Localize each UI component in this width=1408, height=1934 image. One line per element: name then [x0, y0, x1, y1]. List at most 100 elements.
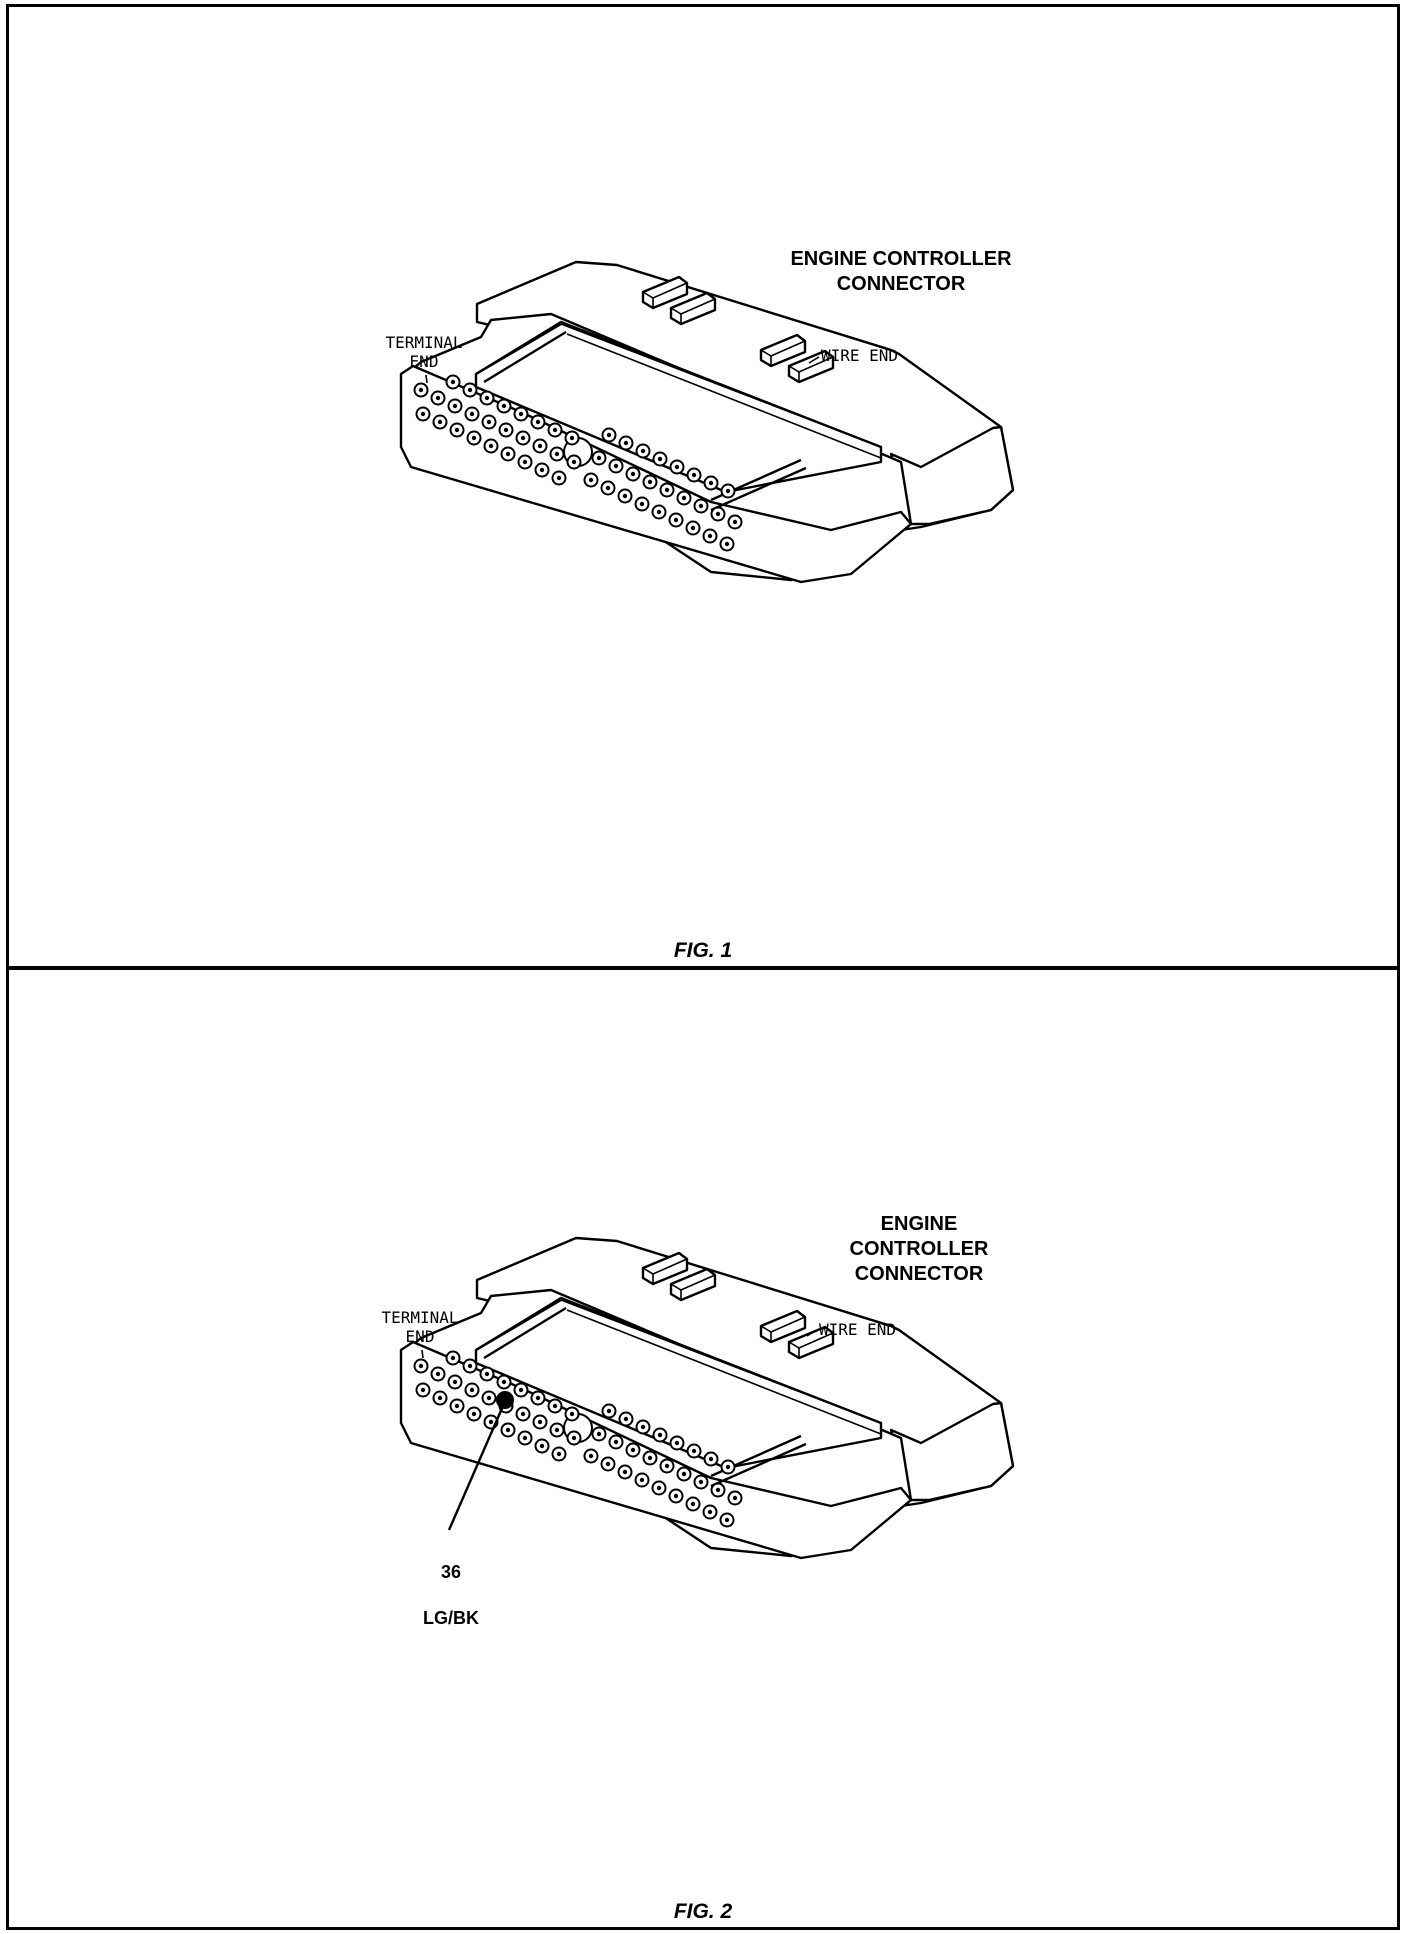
pin-number-mark: [725, 488, 731, 494]
pin-number-mark: [469, 1387, 475, 1393]
rail-edge: [483, 330, 567, 384]
pin-number-mark: [640, 448, 646, 454]
pin-number-mark: [435, 395, 441, 401]
pin-number-mark: [571, 1435, 577, 1441]
rail-edge: [710, 466, 807, 512]
pin-number-mark: [640, 1424, 646, 1430]
connector-drawing: [399, 1236, 1015, 1560]
pin-number-mark: [647, 1455, 653, 1461]
wire-end-pointer: [806, 1329, 818, 1337]
pin-number-mark: [674, 1440, 680, 1446]
pin-number-mark: [520, 435, 526, 441]
pin-number-mark: [605, 485, 611, 491]
pin-number-mark: [450, 379, 456, 385]
pin-number-mark: [606, 1408, 612, 1414]
pin-number-mark: [469, 411, 475, 417]
pin-number-mark: [522, 459, 528, 465]
pin-number-mark: [420, 1387, 426, 1393]
pin-number-mark: [518, 411, 524, 417]
pin-number-mark: [535, 1395, 541, 1401]
pin-number-mark: [467, 387, 473, 393]
pin-number-mark: [630, 1447, 636, 1453]
pin-number-mark: [622, 1469, 628, 1475]
pin-number-mark: [556, 475, 562, 481]
pin-number-mark: [657, 1432, 663, 1438]
pin-number-mark: [596, 455, 602, 461]
pin-number-mark: [418, 387, 424, 393]
pin-number-mark: [664, 1463, 670, 1469]
housing-end-block: [889, 425, 1015, 526]
highlighted-pin: [496, 1391, 514, 1409]
pin-number-mark: [505, 451, 511, 457]
pin-number-mark: [691, 1448, 697, 1454]
pin-number-mark: [657, 456, 663, 462]
deck-line: [566, 1309, 882, 1435]
pin-number-mark: [724, 1517, 730, 1523]
pin-number-mark: [588, 1453, 594, 1459]
terminal-end-label: TERMINAL END: [381, 1308, 459, 1346]
pin-number-mark: [673, 1493, 679, 1499]
deck-line: [560, 323, 882, 448]
pin-number-mark: [488, 443, 494, 449]
pin-number-mark: [437, 419, 443, 425]
pin-number-mark: [418, 1363, 424, 1369]
pin-number-mark: [571, 459, 577, 465]
pin-number-mark: [501, 403, 507, 409]
pin-number-mark: [622, 493, 628, 499]
pin-number-mark: [484, 1371, 490, 1377]
pin-number-mark: [647, 479, 653, 485]
pin-number-mark: [630, 471, 636, 477]
pin-wire-color: LG/BK: [423, 1608, 479, 1628]
rail-edge: [483, 1306, 567, 1360]
pin-number-mark: [452, 403, 458, 409]
pin-number-mark: [656, 1485, 662, 1491]
pin-number-mark: [698, 503, 704, 509]
pin-number-mark: [639, 1477, 645, 1483]
pin-number-mark: [488, 1419, 494, 1425]
pin-number-mark: [437, 1395, 443, 1401]
pin-number-mark: [518, 1387, 524, 1393]
pin-number-mark: [708, 480, 714, 486]
highlighted-pin-callout: 36 LG/BK: [401, 1538, 501, 1630]
rail-edge: [475, 322, 562, 376]
pin-number-mark: [535, 419, 541, 425]
pin-number-mark: [596, 1431, 602, 1437]
pin-number-mark: [505, 1427, 511, 1433]
pin-number-mark: [471, 1411, 477, 1417]
pin-number-mark: [569, 1411, 575, 1417]
pin-number-mark: [467, 1363, 473, 1369]
pin-number-mark: [454, 427, 460, 433]
pin-number-mark: [673, 517, 679, 523]
pin-number-mark: [656, 509, 662, 515]
pin-number-mark: [554, 1427, 560, 1433]
pin-number-mark: [707, 533, 713, 539]
terminal-end-pointer: [421, 1349, 424, 1359]
housing-end-block: [889, 1401, 1015, 1502]
callout-leader: [447, 1405, 505, 1531]
wire-end-label: WIRE END: [821, 346, 899, 365]
pin-number-mark: [450, 1355, 456, 1361]
figure-1-panel: ENGINE CONTROLLER CONNECTOR TERMINAL END…: [6, 4, 1400, 969]
pin-number-mark: [556, 1451, 562, 1457]
pin-number-mark: [552, 1403, 558, 1409]
pin-number-mark: [569, 435, 575, 441]
pin-number-mark: [623, 440, 629, 446]
terminal-end-pointer: [425, 374, 428, 384]
pin-number-mark: [554, 451, 560, 457]
pin-number: 36: [440, 1562, 462, 1582]
pin-number-mark: [539, 1443, 545, 1449]
pin-number-mark: [674, 464, 680, 470]
pin-number-mark: [623, 1416, 629, 1422]
rail-edge: [475, 1298, 562, 1352]
terminal-end-label: TERMINAL END: [385, 333, 463, 371]
pin-number-mark: [503, 427, 509, 433]
figure-label: FIG. 1: [673, 939, 733, 962]
pin-number-mark: [732, 1495, 738, 1501]
pin-number-mark: [707, 1509, 713, 1515]
pin-number-mark: [681, 495, 687, 501]
pin-number-mark: [708, 1456, 714, 1462]
pin-number-mark: [691, 472, 697, 478]
pin-number-mark: [605, 1461, 611, 1467]
pin-number-mark: [664, 487, 670, 493]
pin-number-mark: [522, 1435, 528, 1441]
